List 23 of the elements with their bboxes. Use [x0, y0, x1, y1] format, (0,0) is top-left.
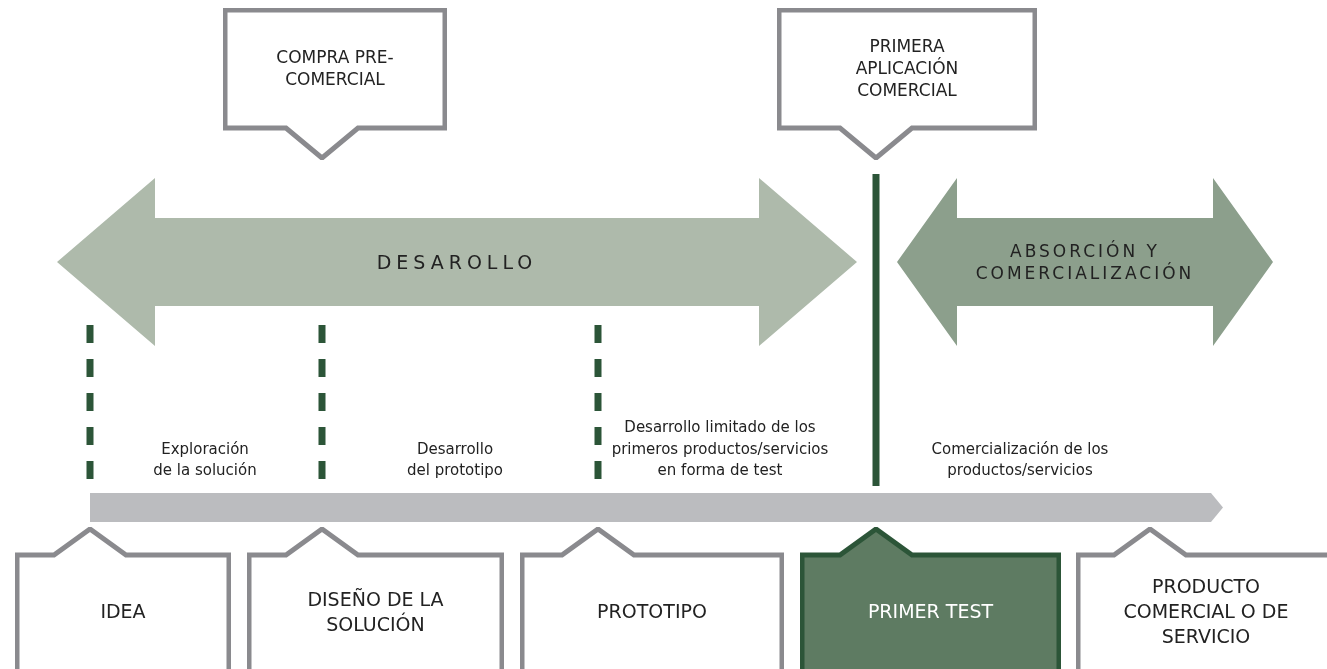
- stage-description: Comercialización de los productos/servicios: [930, 438, 1110, 482]
- stage-description: Desarrollo del prototipo: [406, 438, 504, 482]
- milestone-box: [800, 527, 1061, 669]
- double-arrow: [897, 178, 1273, 346]
- timeline-bar: [90, 493, 1223, 522]
- milestone-box: [15, 527, 231, 669]
- stage-description: Desarrollo limitado de los primeros productos/servicios en forma de test: [610, 416, 830, 482]
- box-label: PRODUCTO COMERCIAL O DE SERVICIO: [1122, 574, 1290, 649]
- double-arrow: [57, 178, 857, 346]
- box-label: DISEÑO DE LA SOLUCIÓN: [306, 586, 445, 637]
- callout-box: [223, 8, 447, 160]
- callout-box: [777, 8, 1037, 160]
- box-label: PRIMERA APLICACIÓN COMERCIAL: [854, 34, 960, 102]
- phase-label: DESAROLLO: [376, 249, 538, 275]
- milestone-box: [520, 527, 784, 669]
- box-label: PRIMER TEST: [867, 599, 994, 624]
- milestone-box: [1076, 527, 1327, 669]
- box-label: PROTOTIPO: [597, 599, 707, 624]
- stage-description: Exploración de la solución: [152, 438, 258, 482]
- box-label: IDEA: [100, 599, 146, 624]
- milestone-box: [247, 527, 504, 669]
- box-label: COMPRA PRE-COMERCIAL: [275, 45, 395, 91]
- phase-label: ABSORCIÓN Y COMERCIALIZACIÓN: [974, 239, 1196, 285]
